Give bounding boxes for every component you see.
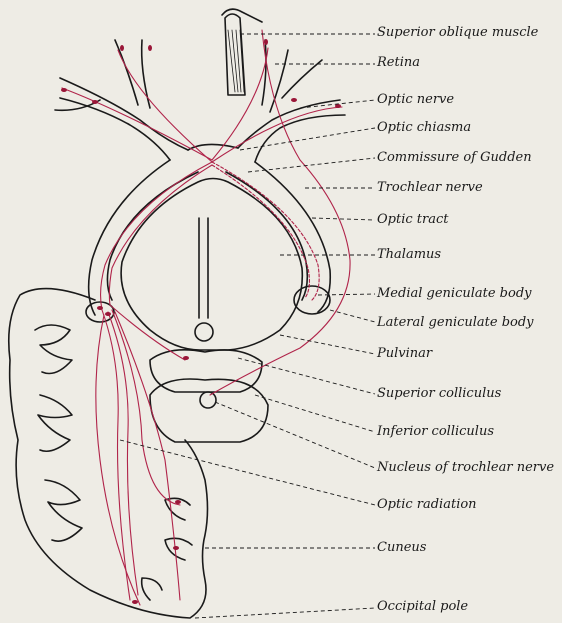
leader-medial-geniculate [318,294,375,295]
left-optic-nerve-outline [60,78,188,150]
right-tract-outer [255,162,330,312]
cuneus-cell-1 [175,500,181,504]
leader-inferior-colliculus [255,395,375,432]
retina-cell-4 [148,45,152,51]
label-commissure-of-gudden: Commissure of Gudden [377,151,532,165]
fiber-radiation-2 [108,312,138,595]
label-superior-colliculus: Superior colliculus [377,387,501,401]
label-superior-oblique-muscle: Superior oblique muscle [377,26,538,40]
label-nucleus-of-trochlear-nerve: Nucleus of trochlear nerve [377,461,554,475]
colliculus-cell [183,356,189,360]
retina-cell-5 [264,39,268,45]
leader-nucleus [215,402,375,468]
geniculate-cell-1 [97,306,103,310]
right-tract-inner [226,172,307,300]
label-optic-tract: Optic tract [377,213,448,227]
cortex-fold-2 [38,395,72,451]
label-thalamus: Thalamus [377,248,441,262]
geniculate-cell-2 [105,312,111,316]
fiber-right-nerve-2 [212,48,268,160]
cortex-fold-1 [35,325,72,374]
label-medial-geniculate-body: Medial geniculate body [377,287,532,301]
superior-oblique-muscle [225,14,245,95]
fiber-radiation-3 [112,310,180,505]
label-inferior-colliculus: Inferior colliculus [377,425,494,439]
leader-optic-chiasma [240,128,375,150]
label-trochlear-nerve: Trochlear nerve [377,181,483,195]
retina-cell-3 [120,45,124,51]
cortex-fold-3 [45,480,82,541]
trochlear-nucleus-outline [200,392,216,408]
label-pulvinar: Pulvinar [377,347,432,361]
leader-occipital-pole [195,608,375,618]
cuneus-cell-2 [173,546,179,550]
label-occipital-pole: Occipital pole [377,600,468,614]
retina-cell-2 [92,100,98,104]
right-upper-branch-3 [282,60,322,98]
right-upper-branch-2 [270,50,288,112]
retina-cell-1 [61,88,67,92]
fiber-to-colliculus [110,305,185,360]
leader-optic-radiation [120,440,375,505]
fiber-radiation-1 [102,310,130,600]
label-optic-radiation: Optic radiation [377,498,477,512]
pineal-body [195,323,213,341]
cortex-fold-5 [165,538,192,560]
retina-cell-6 [291,98,297,102]
leader-lateral-geniculate [330,310,375,322]
leader-optic-tract [312,218,375,220]
label-retina: Retina [377,56,420,70]
fiber-left-tract-2 [109,165,212,305]
pole-cell [132,600,138,604]
cortex-fold-6 [142,578,162,600]
leader-commissure [248,158,375,172]
superior-colliculus-outline [150,350,262,392]
label-optic-nerve: Optic nerve [377,93,454,107]
label-cuneus: Cuneus [377,541,426,555]
label-lateral-geniculate-body: Lateral geniculate body [377,316,534,330]
label-optic-chiasma: Optic chiasma [377,121,471,135]
